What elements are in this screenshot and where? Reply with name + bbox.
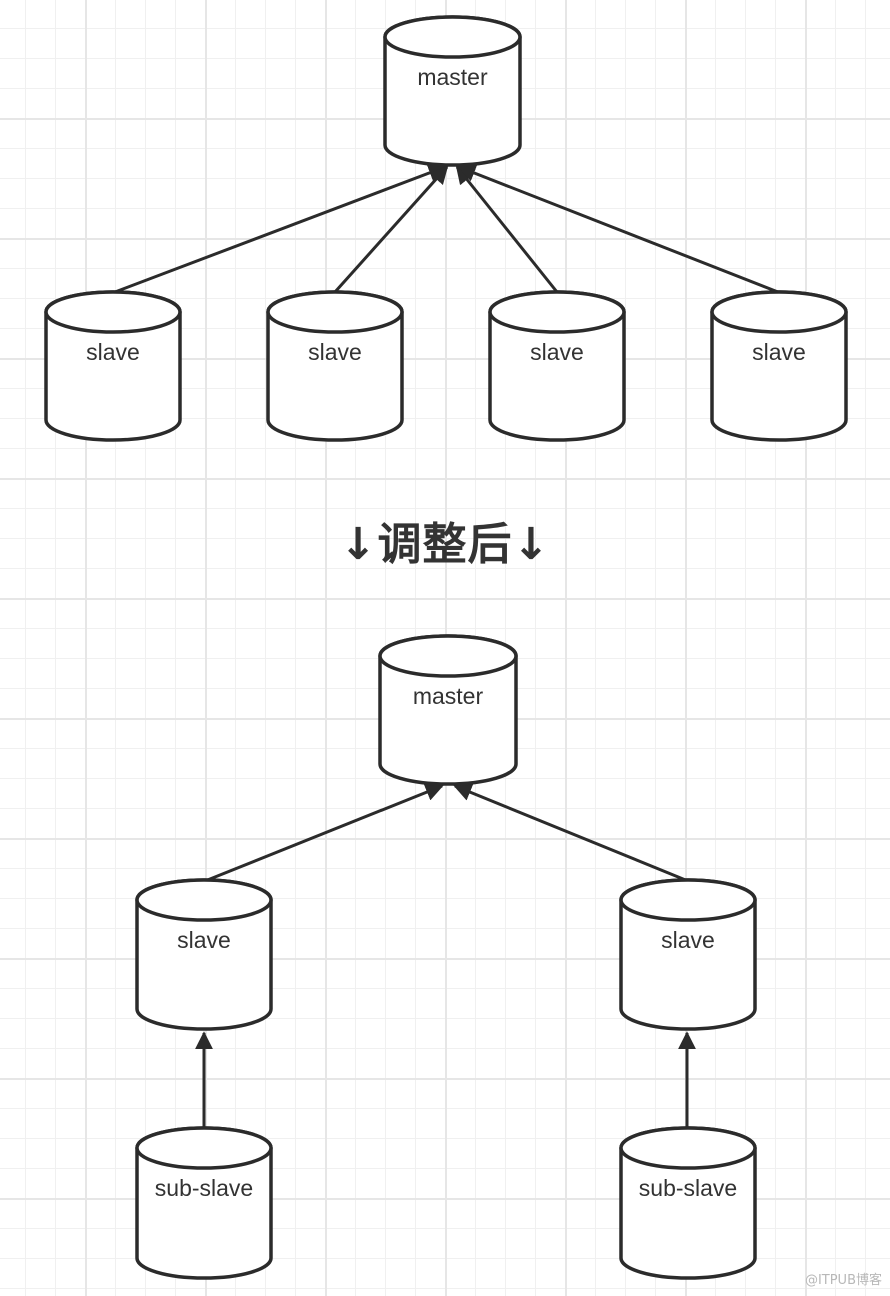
- cylinder-label: slave: [752, 339, 806, 365]
- adjusted-heading: ↓调整后↓: [339, 519, 551, 570]
- cylinder-label: slave: [530, 339, 584, 365]
- cylinder-top: [135, 878, 273, 922]
- cylinder-label: slave: [86, 339, 140, 365]
- after-subslave-left[interactable]: sub-slave: [135, 1126, 273, 1280]
- edge-slave4-to-master: [457, 164, 779, 294]
- cylinder-label: slave: [661, 927, 715, 953]
- cylinder-top: [619, 1126, 757, 1170]
- after-slave-right[interactable]: slave: [619, 878, 757, 1031]
- cylinder-label: master: [413, 683, 484, 709]
- cylinder-top: [378, 634, 518, 678]
- cylinder-top: [710, 290, 848, 334]
- before-slave-1[interactable]: slave: [44, 290, 182, 442]
- cylinder-top: [619, 878, 757, 922]
- before-slave-2[interactable]: slave: [266, 290, 404, 442]
- after-master[interactable]: master: [378, 634, 518, 786]
- after-subslave-right[interactable]: sub-slave: [619, 1126, 757, 1280]
- edge-slave3-to-master: [455, 165, 559, 293]
- edge-slave1-to-master: [114, 164, 447, 294]
- before-edges: [114, 164, 779, 294]
- after-edges: [195, 783, 696, 1128]
- cylinder-top: [44, 290, 182, 334]
- cylinders: master slave slave slave slave master slave sla…: [44, 15, 848, 1280]
- after-slave-left[interactable]: slave: [135, 878, 273, 1031]
- watermark: @ITPUB博客: [804, 1273, 882, 1288]
- before-master[interactable]: master: [383, 15, 522, 167]
- edge-slave2-to-master: [333, 165, 449, 294]
- before-slave-3[interactable]: slave: [488, 290, 626, 442]
- cylinder-top: [135, 1126, 273, 1170]
- cylinder-top: [488, 290, 626, 334]
- edge-slaveL-to-master: [204, 783, 444, 883]
- cylinder-label: slave: [177, 927, 231, 953]
- before-slave-4[interactable]: slave: [710, 290, 848, 442]
- cylinder-label: sub-slave: [155, 1175, 253, 1201]
- cylinder-label: slave: [308, 339, 362, 365]
- cylinder-label: master: [417, 64, 488, 90]
- cylinder-top: [383, 15, 522, 59]
- edge-slaveR-to-master: [453, 783, 689, 883]
- cylinder-top: [266, 290, 404, 334]
- cylinder-label: sub-slave: [639, 1175, 737, 1201]
